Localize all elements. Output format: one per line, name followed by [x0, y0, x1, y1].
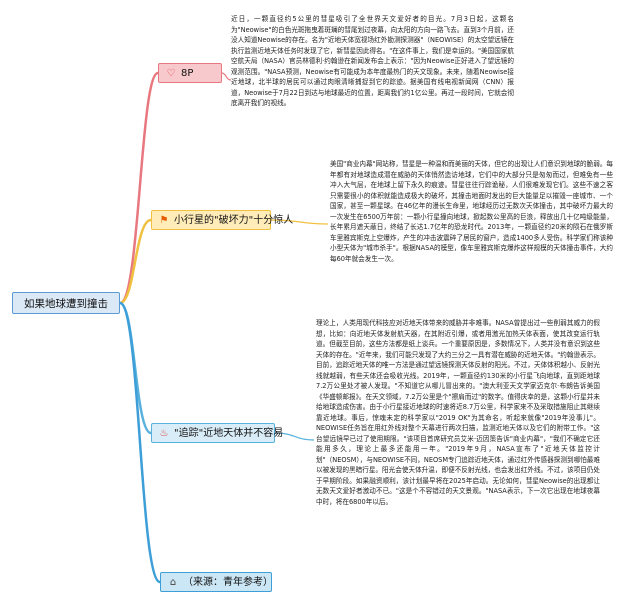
connector-leaf-2	[270, 219, 329, 225]
topic-asteroid-destruction[interactable]: ⚑ 小行星的"破坏力"十分惊人	[151, 210, 293, 230]
topic-tracking-neo[interactable]: ♨ "追踪"近地天体并不容易	[151, 423, 283, 443]
home-icon: ⌂	[169, 577, 177, 588]
topic-label: "追踪"近地天体并不容易	[174, 428, 284, 439]
note-paragraph-2: 美国"商业内幕"网站称，彗星是一种温和而美丽的天体，但它的出现让人们意识到地球的…	[330, 160, 614, 263]
connector-branch-4	[118, 301, 162, 584]
connector-branch-2	[119, 218, 152, 305]
topic-label: 8P	[181, 68, 194, 79]
heart-icon: ♡	[166, 68, 176, 79]
topic-label: （来源：青年参考）	[183, 577, 273, 588]
root-topic[interactable]: 如果地球遭到撞击	[12, 292, 120, 314]
connector-branch-3	[119, 301, 152, 435]
flag-icon: ⚑	[159, 215, 169, 226]
fire-icon: ♨	[159, 428, 169, 439]
note-paragraph-3: 理论上，人类用现代科技应对近地天体带来的威胁并非难事。NASA曾提出过一些削弱其…	[316, 319, 600, 506]
note-paragraph-1: 近日，一颗直径约5公里的彗星吸引了全世界天文爱好者的目光。7月3日起，这颗名为"…	[231, 15, 515, 107]
topic-source[interactable]: ⌂ （来源：青年参考）	[160, 572, 273, 592]
connector-leaf-1	[221, 72, 232, 81]
connector-leaf-3	[274, 432, 315, 441]
topic-8p[interactable]: ♡ 8P	[158, 63, 222, 83]
topic-label: 小行星的"破坏力"十分惊人	[174, 215, 294, 226]
connector-branch-1	[119, 71, 160, 305]
